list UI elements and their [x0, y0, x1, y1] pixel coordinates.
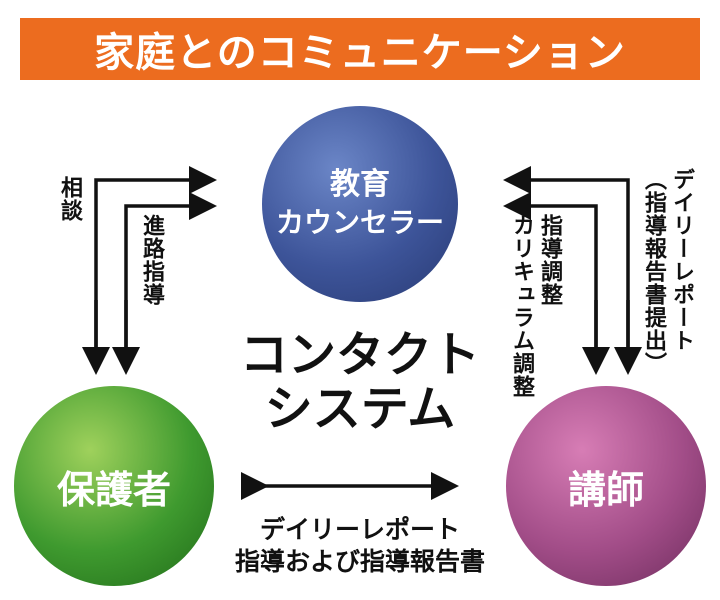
teacher-node: 講師	[506, 386, 706, 586]
title-bar: 家庭とのコミュニケーション	[20, 18, 700, 80]
curriculum-adjust-label: カリキュラム調整	[509, 214, 534, 398]
counselor-node: 教育 カウンセラー	[262, 106, 458, 302]
career-guidance-label: 進路指導	[139, 214, 164, 306]
teacher-label: 講師	[567, 467, 644, 512]
bottom-label-line1: デイリーレポート	[259, 515, 460, 544]
center-line1: コンタクト	[239, 327, 480, 383]
parent-node: 保護者	[14, 386, 214, 586]
daily-report-label: デイリーレポート	[669, 168, 694, 352]
contact-system-label: コンタクト システム	[232, 328, 488, 436]
page-title: 家庭とのコミュニケーション	[94, 30, 626, 76]
bottom-report-label: デイリーレポート 指導および指導報告書	[180, 514, 540, 578]
bottom-label-line2: 指導および指導報告書	[234, 547, 485, 576]
consult-label: 相談	[57, 176, 82, 222]
center-line2: システム	[264, 381, 456, 437]
counselor-label-line2: カウンセラー	[275, 206, 444, 239]
daily-report-sub-label: （指導報告書提出）	[641, 168, 666, 375]
guidance-adjust-label: 指導調整	[537, 214, 562, 306]
counselor-label-line1: 教育	[329, 167, 390, 202]
parent-label: 保護者	[56, 467, 171, 512]
